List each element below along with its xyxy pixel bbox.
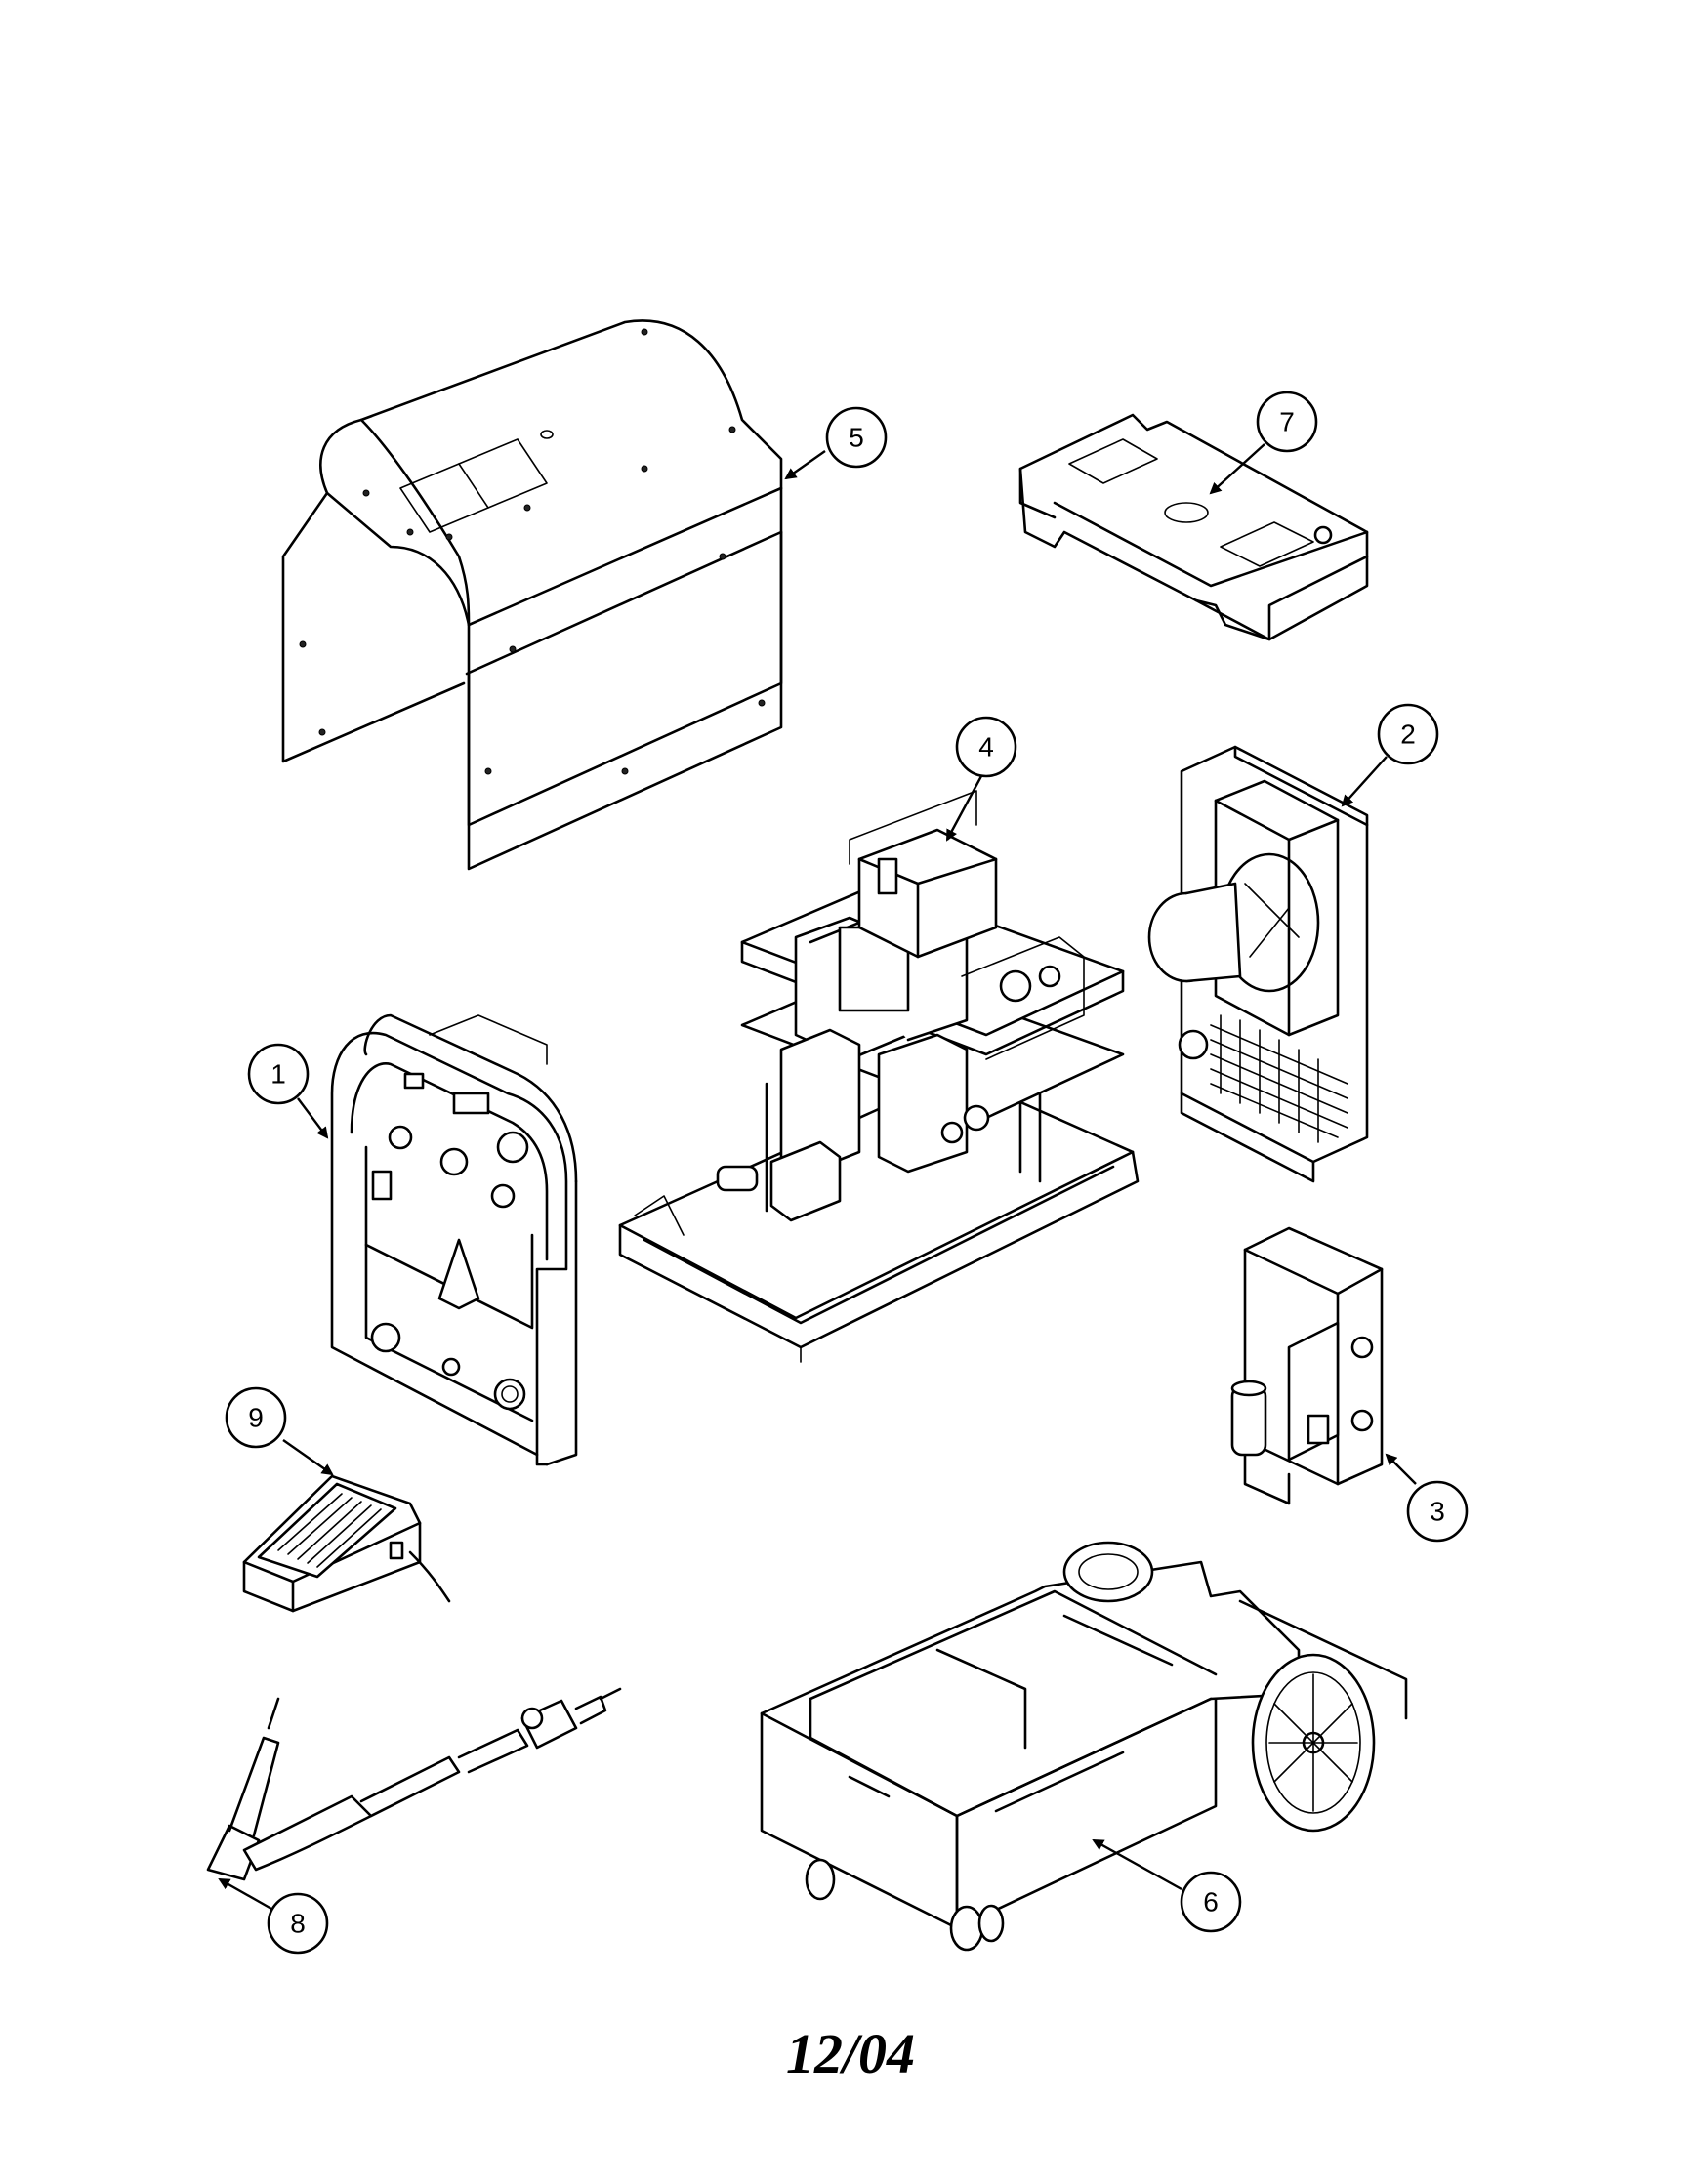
part-2-rear-panel-fan xyxy=(1147,745,1369,1183)
callout-1: 1 xyxy=(247,1043,329,1139)
callout-7: 7 xyxy=(1209,391,1318,495)
callout-6-label: 6 xyxy=(1203,1887,1219,1917)
callout-8: 8 xyxy=(218,1877,329,1955)
callout-7-label: 7 xyxy=(1279,407,1295,437)
callout-3-label: 3 xyxy=(1430,1497,1445,1527)
callout-5-label: 5 xyxy=(849,423,864,453)
callout-9: 9 xyxy=(225,1386,334,1476)
callout-8-label: 8 xyxy=(290,1909,306,1939)
callout-9-label: 9 xyxy=(248,1403,264,1433)
callout-2-label: 2 xyxy=(1400,720,1416,750)
part-7-tray xyxy=(1018,413,1369,641)
callout-1-label: 1 xyxy=(270,1059,286,1090)
callout-6: 6 xyxy=(1092,1838,1242,1933)
callout-4-label: 4 xyxy=(978,732,994,762)
part-9-foot-pedal xyxy=(242,1474,451,1613)
callout-4: 4 xyxy=(945,716,1017,842)
part-5-cover xyxy=(281,319,783,871)
part-3-bracket xyxy=(1230,1226,1384,1505)
part-8-torch xyxy=(206,1687,622,1881)
callout-5: 5 xyxy=(784,406,888,480)
part-4-chassis xyxy=(618,790,1140,1363)
part-1-front-panel xyxy=(330,1013,578,1466)
callout-2: 2 xyxy=(1341,703,1439,807)
part-6-cart xyxy=(760,1541,1408,1952)
callout-3: 3 xyxy=(1385,1453,1469,1543)
footer-date: 12/04 xyxy=(785,2022,916,2085)
